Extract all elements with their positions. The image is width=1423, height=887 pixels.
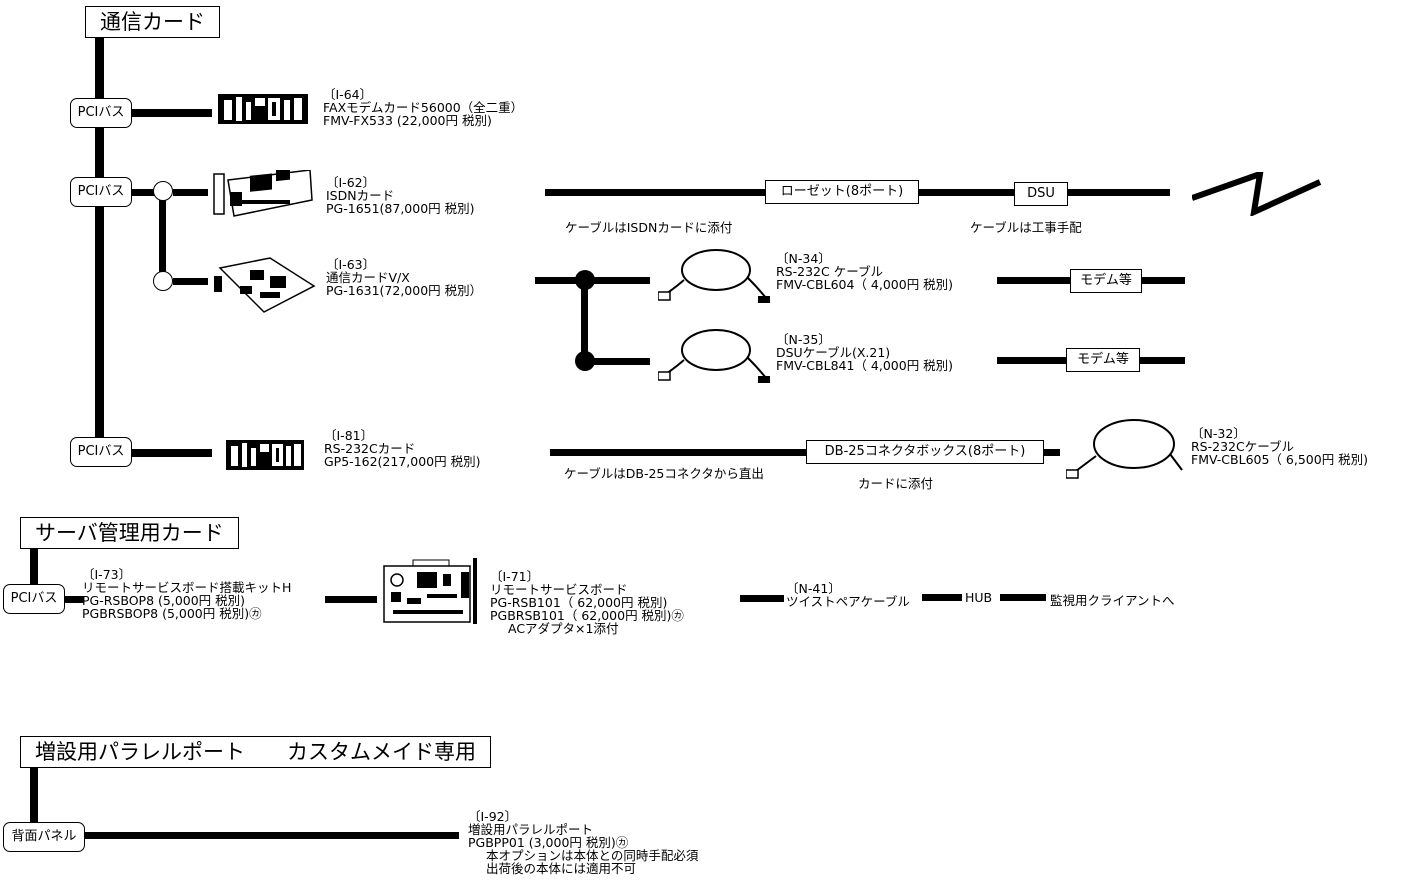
- item-price: FMV-CBL605（ 6,500円 税別): [1191, 452, 1369, 467]
- pci-bus-4: PCIバス: [3, 584, 65, 614]
- item-i92-label: 〔I-92〕 増設用パラレルポート PGBPP01 (3,000円 税別)㋕ 本…: [468, 810, 698, 875]
- item-name: RS-232Cケーブル: [1191, 439, 1294, 454]
- item-n32-label: 〔N-32〕 RS-232Cケーブル FMV-CBL605（ 6,500円 税別…: [1191, 427, 1368, 466]
- item-name: RS-232Cカード: [324, 441, 416, 456]
- connector-line: [64, 596, 84, 603]
- item-code: 〔I-63〕: [326, 257, 376, 272]
- modem-box-2: モデム等: [1066, 348, 1140, 372]
- item-code: 〔I-92〕: [468, 809, 518, 824]
- dsu-box: DSU: [1014, 182, 1068, 206]
- item-price-alt: PGBRSB101（ 62,000円 税別)㋕: [490, 608, 684, 623]
- connector-line: [132, 449, 212, 457]
- item-i71-label: 〔I-71〕 リモートサービスボード PG-RSB101（ 62,000円 税別…: [490, 570, 684, 635]
- item-name: 増設用パラレルポート: [468, 822, 594, 837]
- pci-bus-2: PCIバス: [70, 177, 132, 207]
- dsu-cable-image: [658, 329, 770, 383]
- item-name: ISDNカード: [326, 188, 395, 203]
- connector-line: [590, 358, 650, 365]
- item-price: GP5-162(217,000円 税別): [324, 454, 481, 469]
- rs232c-card-image: [226, 440, 304, 470]
- item-n35-label: 〔N-35〕 DSUケーブル(X.21) FMV-CBL841（ 4,000円 …: [776, 333, 953, 372]
- item-price-alt: PGBRSBOP8 (5,000円 税別)㋕: [82, 606, 262, 621]
- item-price: PG-RSBOP8 (5,000円 税別): [82, 593, 246, 608]
- rs232c-cable-image: [658, 249, 770, 303]
- item-name: FAXモデムカード56000（全二重）: [323, 100, 524, 115]
- item-n41-label: 〔N-41〕 ツイストペアケーブル: [786, 582, 910, 608]
- server-trunk-line: [30, 545, 38, 590]
- item-price: FMV-FX533 (22,000円 税別): [323, 113, 492, 128]
- item-note: 本オプションは本体との同時手配必須: [486, 848, 699, 863]
- koji-note: ケーブルは工事手配: [970, 220, 1082, 235]
- card-attached-note: カードに添付: [858, 476, 934, 491]
- branch-line: [581, 280, 588, 360]
- junction-circle: [153, 181, 173, 201]
- item-price: FMV-CBL604（ 4,000円 税別): [776, 277, 954, 292]
- item-code: 〔I-73〕: [82, 567, 132, 582]
- connector-line: [173, 278, 208, 285]
- modem-box-1: モデム等: [1070, 269, 1142, 293]
- item-name: DSUケーブル(X.21): [776, 345, 891, 360]
- db25-box: DB-25コネクタボックス(8ポート): [806, 440, 1044, 464]
- connector-line: [922, 594, 962, 601]
- db25-line: [550, 449, 1060, 456]
- item-code: 〔N-32〕: [1191, 426, 1246, 441]
- junction-circle: [153, 271, 173, 291]
- item-note: 出荷後の本体には適用不可: [486, 861, 637, 876]
- item-i63-label: 〔I-63〕 通信カードV/X PG-1631(72,000円 税別）: [326, 258, 482, 297]
- branch-line: [159, 195, 166, 282]
- item-price: PG-1631(72,000円 税別）: [326, 283, 483, 298]
- hub-label: HUB: [965, 590, 993, 605]
- connector-line: [132, 189, 162, 196]
- isdn-cable-note: ケーブルはISDNカードに添付: [565, 220, 733, 235]
- section-server-title: サーバ管理用カード: [20, 517, 239, 549]
- connector-line: [132, 109, 212, 117]
- db25-cable-note: ケーブルはDB-25コネクタから直出: [564, 466, 764, 481]
- section-parallel-title: 増設用パラレルポート カスタムメイド専用: [20, 736, 491, 768]
- pci-bus-3: PCIバス: [70, 437, 132, 467]
- fax-modem-card-image: [218, 94, 308, 124]
- remote-service-board-image: [383, 558, 477, 624]
- connector-line: [325, 596, 377, 603]
- item-code: 〔N-35〕: [776, 332, 831, 347]
- connector-line: [173, 189, 208, 196]
- item-price: PGBPP01 (3,000円 税別)㋕: [468, 835, 629, 850]
- item-price: PG-1651(87,000円 税別): [326, 201, 475, 216]
- item-name: 通信カードV/X: [326, 270, 410, 285]
- isdn-card-image: [213, 170, 313, 217]
- item-code: 〔I-64〕: [323, 87, 373, 102]
- item-name: リモートサービスボード: [490, 582, 628, 597]
- item-code: 〔N-41〕: [786, 581, 841, 596]
- parallel-trunk-line: [30, 768, 38, 828]
- item-code: 〔I-71〕: [490, 569, 540, 584]
- item-name: RS-232C ケーブル: [776, 264, 883, 279]
- connector-line: [1000, 594, 1046, 601]
- junction-dot: [575, 270, 595, 290]
- item-price: PG-RSB101（ 62,000円 税別): [490, 595, 668, 610]
- connector-line: [84, 832, 459, 839]
- item-note: ACアダプタ×1添付: [508, 621, 619, 636]
- item-code: 〔I-62〕: [326, 175, 376, 190]
- item-name: ツイストペアケーブル: [786, 594, 910, 609]
- rear-panel-bus: 背面パネル: [3, 822, 85, 852]
- item-i62-label: 〔I-62〕 ISDNカード PG-1651(87,000円 税別): [326, 176, 475, 215]
- monitor-client-label: 監視用クライアントへ: [1050, 593, 1175, 608]
- item-name: リモートサービスボード搭載キットH: [82, 580, 292, 595]
- comm-trunk-line: [95, 38, 104, 458]
- rs232c-cable-n32-image: [1066, 419, 1183, 479]
- item-code: 〔N-34〕: [776, 251, 831, 266]
- item-i81-label: 〔I-81〕 RS-232Cカード GP5-162(217,000円 税別): [324, 429, 480, 468]
- item-i73-label: 〔I-73〕 リモートサービスボード搭載キットH PG-RSBOP8 (5,00…: [82, 568, 291, 620]
- line-break-symbol: [1192, 172, 1322, 216]
- section-comm-title: 通信カード: [85, 6, 220, 38]
- item-n34-label: 〔N-34〕 RS-232C ケーブル FMV-CBL604（ 4,000円 税…: [776, 252, 953, 291]
- item-price: FMV-CBL841（ 4,000円 税別): [776, 358, 954, 373]
- connector-line: [740, 595, 784, 602]
- item-code: 〔I-81〕: [324, 428, 374, 443]
- junction-dot: [575, 351, 595, 371]
- pci-bus-1: PCIバス: [70, 98, 132, 128]
- rosette-box: ローゼット(8ポート): [765, 180, 919, 204]
- item-i64-label: 〔I-64〕 FAXモデムカード56000（全二重） FMV-FX533 (22…: [323, 88, 523, 127]
- comm-card-vx-image: [214, 257, 316, 313]
